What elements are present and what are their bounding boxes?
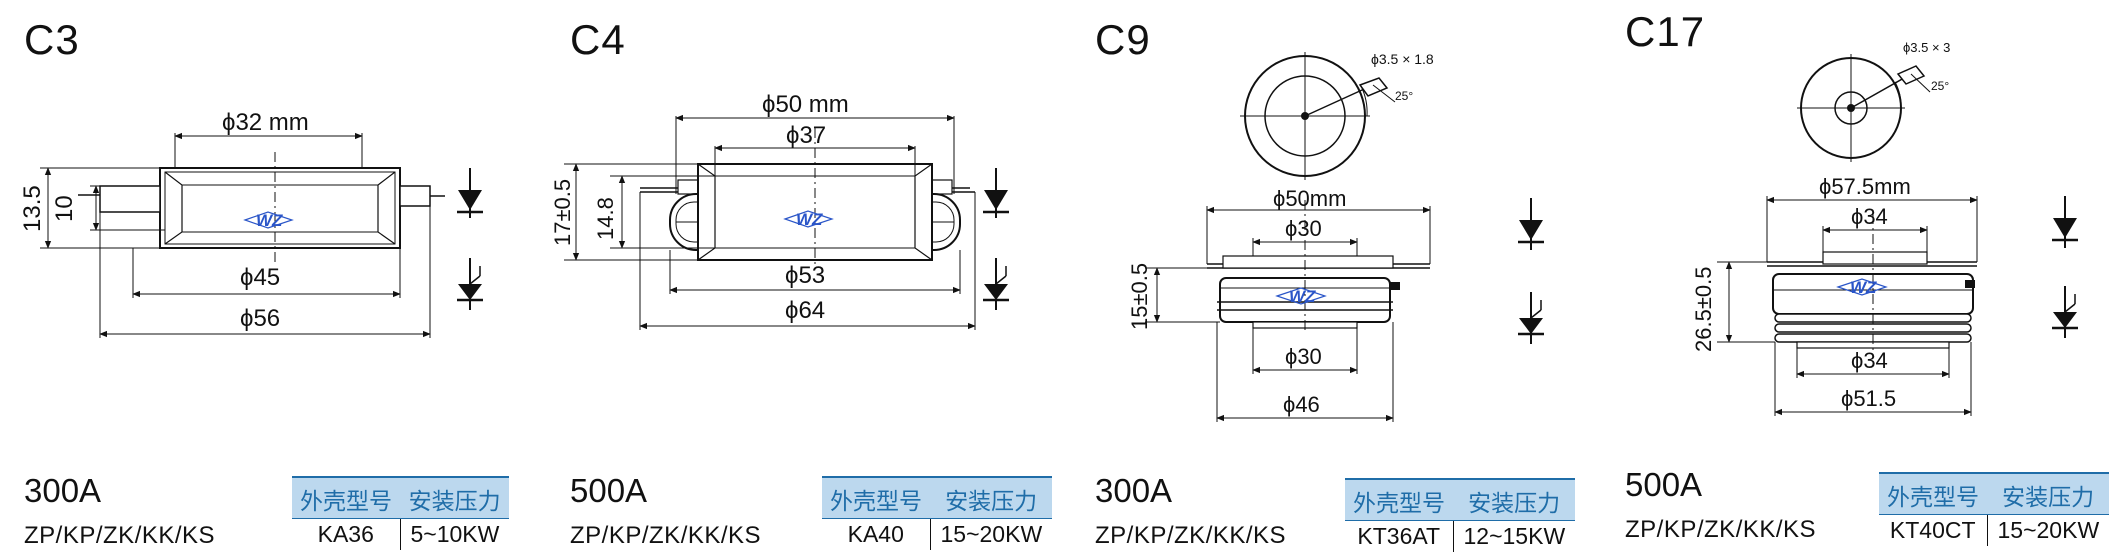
device-series: ZP/KP/ZK/KK/KS <box>24 522 216 549</box>
table-header-row: 外壳型号 安装压力 <box>1879 472 2110 515</box>
dim-inner-diameter: ϕ34 <box>1851 204 1888 229</box>
package-drawing: WZ ϕ32 mm ϕ45 ϕ56 13.5 10 <box>19 109 483 338</box>
rated-current: 300A <box>1095 472 1173 509</box>
dim-inner-diameter: ϕ37 <box>786 122 826 149</box>
dim-diameter-1: ϕ45 <box>240 264 280 291</box>
panel-c4: C4 WZ ϕ50 mm ϕ37 ϕ5 <box>540 0 1095 555</box>
header-case-model: 外壳型号 <box>292 476 400 519</box>
dim-height-outer: 15±0.5 <box>1127 263 1152 330</box>
mount-pressure: 12~15KW <box>1452 520 1576 552</box>
table-row: KA36 5~10KW <box>292 518 510 550</box>
case-model: KT36AT <box>1357 523 1441 549</box>
wz-logo-icon: WZ <box>243 211 294 230</box>
package-code: C9 <box>1095 16 1151 63</box>
rated-current: 300A <box>24 472 102 509</box>
hole-dimension: ϕ3.5 × 1.8 <box>1371 51 1434 67</box>
device-series: ZP/KP/ZK/KK/KS <box>1095 522 1287 549</box>
dim-diameter-2: ϕ56 <box>240 305 280 332</box>
panel-c9: C9 ϕ3.5 × 1.8 25° <box>1095 0 1625 555</box>
table-header-row: 外壳型号 安装压力 <box>292 476 510 519</box>
rated-current: 500A <box>570 472 648 509</box>
dim-diameter-2: ϕ46 <box>1283 392 1320 417</box>
package-drawing: WZ ϕ50 mm ϕ37 ϕ53 ϕ64 17±0.5 14.8 <box>550 91 1009 330</box>
panel-c17: C17 ϕ3.5 × 3 25° <box>1625 0 2126 555</box>
diode-symbol-icon <box>983 168 1009 218</box>
header-mount-pressure: 安装压力 <box>1987 472 2110 515</box>
dim-top-diameter: ϕ50mm <box>1273 186 1346 211</box>
hole-dimension: ϕ3.5 × 3 <box>1903 40 1950 55</box>
dim-height-outer: 13.5 <box>19 185 46 232</box>
spec-table: 外壳型号 安装压力 KT40CT 15~20KW <box>1879 472 2110 546</box>
thyristor-symbol-icon <box>457 258 483 310</box>
package-code: C17 <box>1625 8 1706 55</box>
package-code: C4 <box>570 16 626 63</box>
table-row: KA40 15~20KW <box>822 518 1053 550</box>
angle-label: 25° <box>1395 89 1413 103</box>
table-row: KT36AT 12~15KW <box>1345 520 1576 552</box>
case-model: KA40 <box>847 521 904 547</box>
dim-top-diameter: ϕ57.5mm <box>1819 174 1911 199</box>
logo-text: WZ <box>256 211 283 230</box>
device-series: ZP/KP/ZK/KK/KS <box>570 522 762 549</box>
dim-diameter-2: ϕ64 <box>785 297 825 324</box>
header-case-model: 外壳型号 <box>1345 478 1453 521</box>
case-model: KT40CT <box>1889 517 1976 543</box>
dim-diameter-1: ϕ30 <box>1285 344 1322 369</box>
rated-current: 500A <box>1625 466 1703 503</box>
dim-top-diameter: ϕ32 mm <box>222 109 309 136</box>
dim-inner-diameter: ϕ30 <box>1285 216 1322 241</box>
logo-text: WZ <box>1850 278 1877 297</box>
top-view: ϕ3.5 × 1.8 25° <box>1240 51 1434 180</box>
table-row: KT40CT 15~20KW <box>1879 514 2110 546</box>
mount-pressure: 15~20KW <box>929 518 1053 550</box>
thyristor-symbol-icon <box>983 258 1009 310</box>
spec-table: 外壳型号 安装压力 KA36 5~10KW <box>292 476 510 550</box>
header-case-model: 外壳型号 <box>1879 472 1987 515</box>
dim-diameter-1: ϕ34 <box>1851 348 1888 373</box>
wz-logo-icon: WZ <box>1836 278 1888 297</box>
dim-height-inner: 10 <box>51 195 78 222</box>
diode-symbol-icon <box>2052 196 2078 248</box>
logo-text: WZ <box>796 210 823 229</box>
thyristor-symbol-icon <box>2052 286 2078 338</box>
device-series: ZP/KP/ZK/KK/KS <box>1625 516 1817 543</box>
wz-logo-icon: WZ <box>783 210 834 229</box>
logo-text: WZ <box>1289 287 1316 306</box>
dim-height-outer: 26.5±0.5 <box>1691 267 1716 352</box>
header-mount-pressure: 安装压力 <box>400 476 510 519</box>
spec-table: 外壳型号 安装压力 KA40 15~20KW <box>822 476 1053 550</box>
header-mount-pressure: 安装压力 <box>930 476 1053 519</box>
dim-height-inner: 14.8 <box>593 197 618 240</box>
dim-top-diameter: ϕ50 mm <box>762 91 849 118</box>
thyristor-symbol-icon <box>1518 292 1544 344</box>
header-mount-pressure: 安装压力 <box>1453 478 1576 521</box>
dim-height-outer: 17±0.5 <box>550 179 575 246</box>
dim-diameter-2: ϕ51.5 <box>1841 386 1896 411</box>
diode-symbol-icon <box>457 168 483 218</box>
top-view: ϕ3.5 × 3 25° <box>1797 40 1950 162</box>
diode-symbol-icon <box>1518 198 1544 250</box>
table-header-row: 外壳型号 安装压力 <box>1345 478 1576 521</box>
table-header-row: 外壳型号 安装压力 <box>822 476 1053 519</box>
package-code: C3 <box>24 16 80 63</box>
case-model: KA36 <box>317 521 374 547</box>
mount-pressure: 15~20KW <box>1986 514 2110 546</box>
wz-logo-icon: WZ <box>1275 287 1327 306</box>
header-case-model: 外壳型号 <box>822 476 930 519</box>
package-drawing: ϕ3.5 × 1.8 25° WZ ϕ50mm ϕ30 ϕ30 ϕ46 <box>1127 51 1544 422</box>
panel-c3: C3 WZ ϕ32 mm ϕ45 <box>0 0 540 555</box>
spec-table: 外壳型号 安装压力 KT36AT 12~15KW <box>1345 478 1576 552</box>
dim-diameter-1: ϕ53 <box>785 262 825 289</box>
mount-pressure: 5~10KW <box>399 518 510 550</box>
package-drawing: ϕ3.5 × 3 25° WZ ϕ57.5mm ϕ34 ϕ34 ϕ51 <box>1691 40 2078 416</box>
angle-label: 25° <box>1931 79 1949 93</box>
